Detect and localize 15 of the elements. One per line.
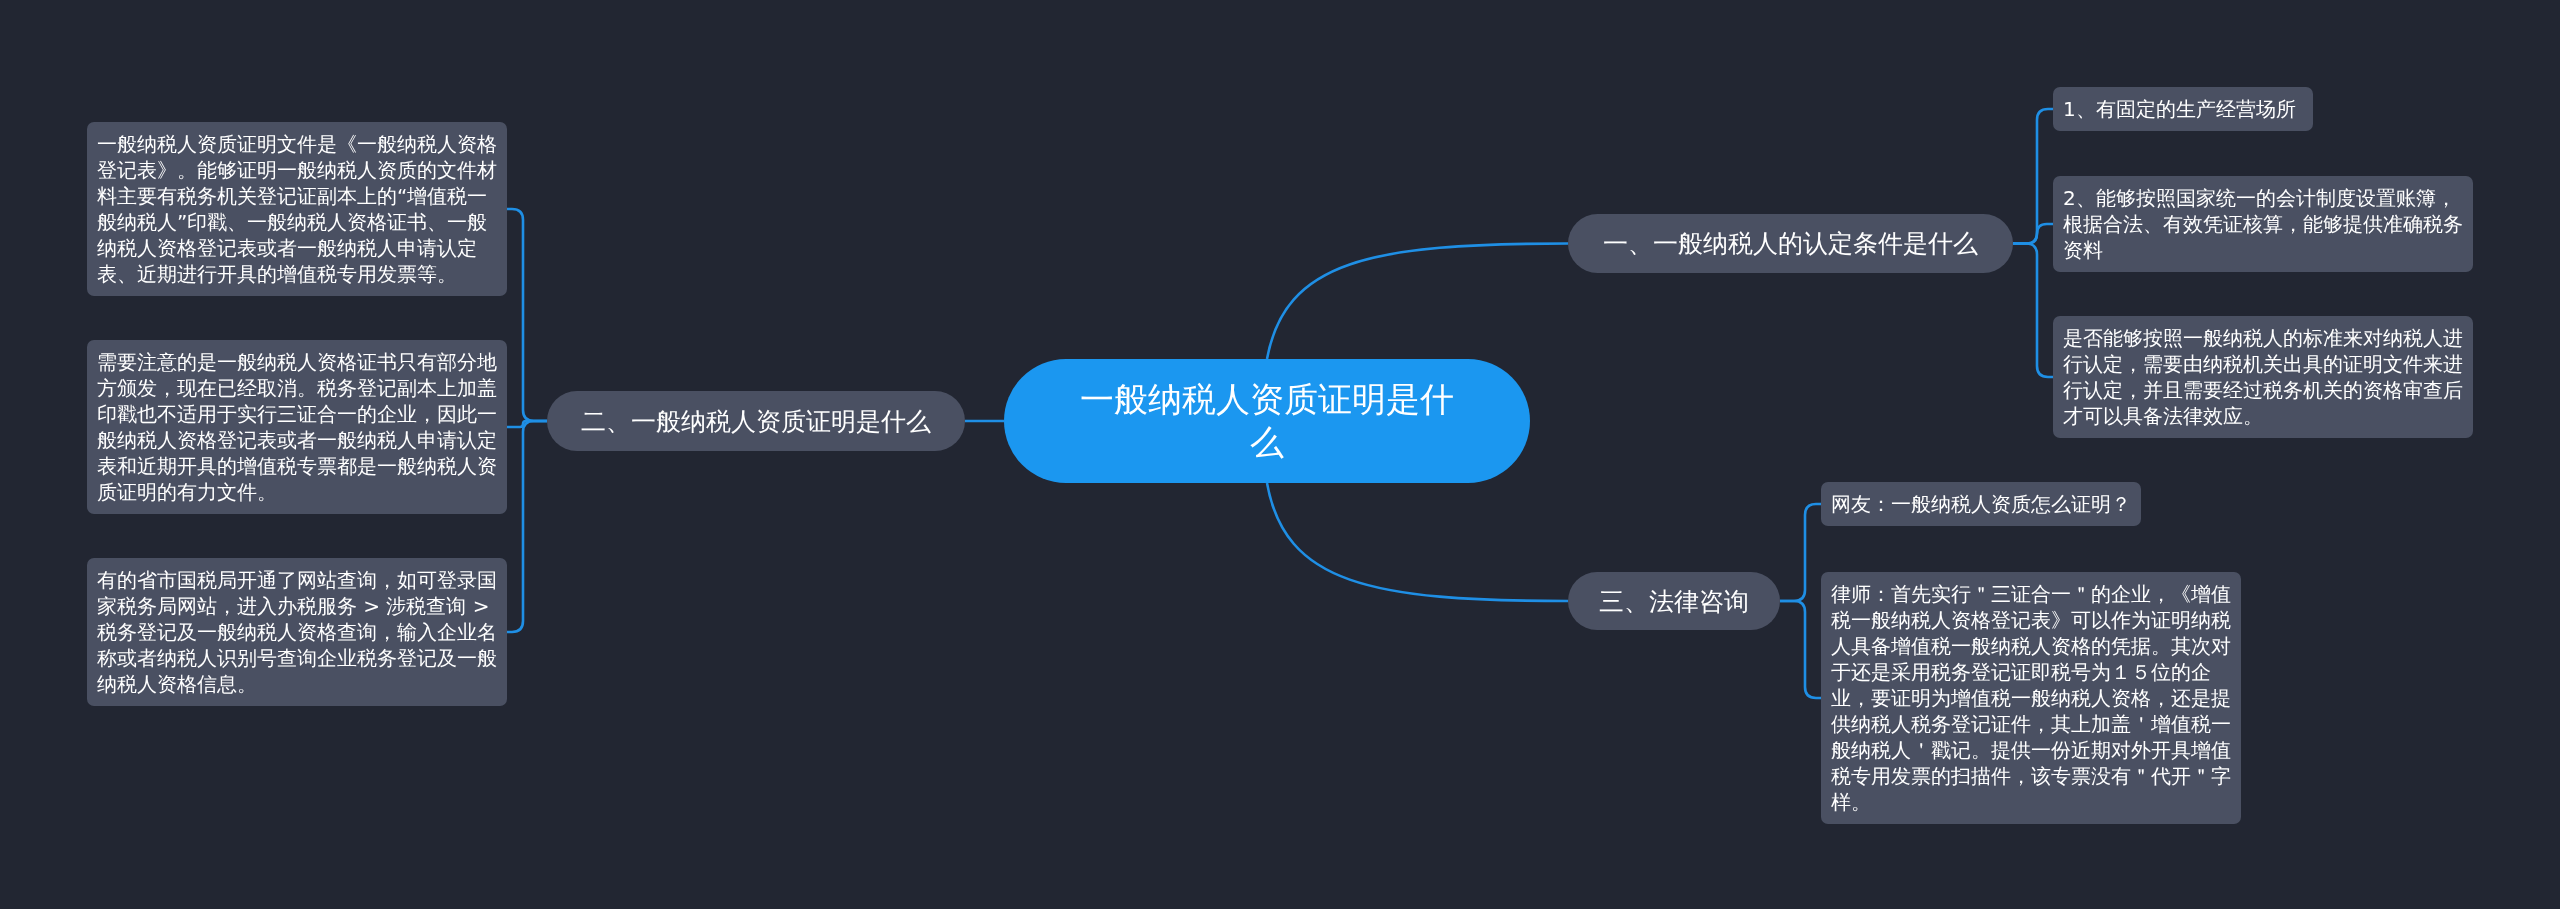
- subtopic-node: 二、一般纳税人资质证明是什么: [547, 391, 965, 451]
- topic-node: 一般纳税人资质证明是什么: [1004, 359, 1530, 483]
- note-box: 有的省市国税局开通了网站查询，如可登录国家税务局网站，进入办税服务 > 涉税查询 > 税务登记及一般纳税人资格查询，输入企业名称或者纳税人识别号查询企业税务登记及一般纳税人资格信息。: [87, 558, 507, 706]
- note-box: 律师：首先实行＂三证合一＂的企业，《增值税一般纳税人资格登记表》可以作为证明纳税人具备增值税一般纳税人资格的凭据。其次对于还是采用税务登记证即税号为１５位的企业，要证明为增值税一般纳税人资格，还是提供纳税人税务登记证件，其上加盖＇增值税一般纳税人＇戳记。提供一份近期对外开具增值税专用发票的扫描件，该专票没有＂代开＂字样。: [1821, 572, 2241, 824]
- connector-line: [965, 419, 1004, 423]
- note-box: 需要注意的是一般纳税人资格证书只有部分地方颁发，现在已经取消。税务登记副本上加盖印戳也不适用于实行三证合一的企业，因此一般纳税人资格登记表或者一般纳税人申请认定表和近期开具的增值税专票都是一般纳税人资质证明的有力文件。: [87, 340, 507, 514]
- connector-line: [1265, 242, 1568, 360]
- note-box: 网友：一般纳税人资质怎么证明？: [1821, 482, 2141, 526]
- note-box: 一般纳税人资质证明文件是《一般纳税人资格登记表》。能够证明一般纳税人资质的文件材料主要有税务机关登记证副本上的“增值税一般纳税人”印戳、一般纳税人资格证书、一般纳税人资格登记表或者一般纳税人申请认定表、近期进行开具的增值税专用发票等。: [87, 122, 507, 296]
- subtopic-node: 三、法律咨询: [1568, 572, 1780, 630]
- note-box: 是否能够按照一般纳税人的标准来对纳税人进行认定，需要由纳税机关出具的证明文件来进行认定，并且需要经过税务机关的资格审查后才可以具备法律效应。: [2053, 316, 2473, 438]
- note-box: 2、能够按照国家统一的会计制度设置账簿，根据合法、有效凭证核算，能够提供准确税务资料: [2053, 176, 2473, 272]
- connector-line: [1265, 482, 1568, 603]
- note-box: 1、有固定的生产经营场所: [2053, 87, 2313, 131]
- subtopic-node: 一、一般纳税人的认定条件是什么: [1568, 214, 2013, 273]
